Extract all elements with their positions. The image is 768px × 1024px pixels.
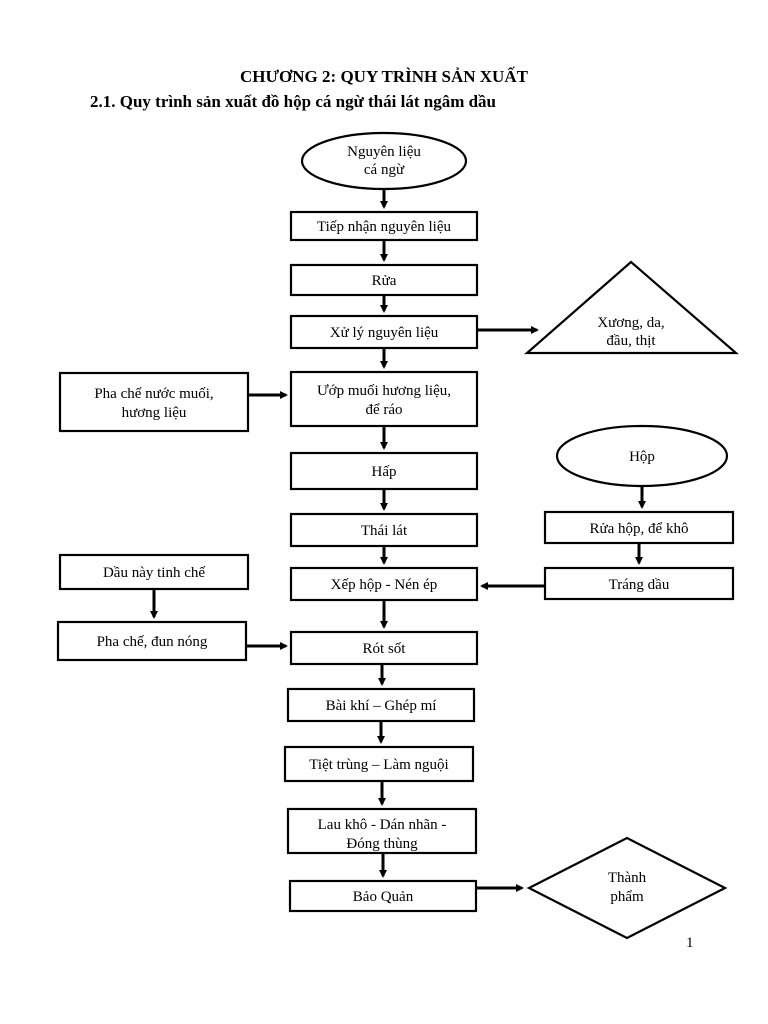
chapter-title: CHƯƠNG 2: QUY TRÌNH SẢN XUẤT: [240, 67, 528, 86]
svg-text:Rửa: Rửa: [372, 273, 397, 289]
svg-text:hương liệu: hương liệu: [122, 405, 187, 421]
final-product-node: Thành phẩm: [526, 836, 728, 940]
can-oil-node: Tráng dầu: [543, 566, 735, 601]
brine-prep-node: Pha chế nước muối, hương liệu: [58, 371, 250, 433]
svg-text:Bài khí – Ghép mí: Bài khí – Ghép mí: [326, 698, 437, 714]
svg-text:Rót sốt: Rót sốt: [363, 641, 407, 657]
svg-text:Xử lý nguyên liệu: Xử lý nguyên liệu: [330, 325, 439, 341]
step-receive: Tiếp nhận nguyên liệu: [289, 210, 479, 242]
oil-refined-node: Dầu này tinh chế: [58, 553, 250, 591]
can-wash-node: Rửa hộp, để khô: [543, 510, 735, 545]
step-pack: Xếp hộp - Nén ép: [289, 566, 479, 602]
step-process: Xử lý nguyên liệu: [289, 314, 479, 350]
step-slice: Thái lát: [289, 512, 479, 548]
svg-text:Thái lát: Thái lát: [361, 523, 408, 539]
step-exhaust-seal: Bài khí – Ghép mí: [286, 687, 476, 723]
svg-text:Tráng dầu: Tráng dầu: [609, 577, 670, 593]
svg-text:Tiếp nhận nguyên liệu: Tiếp nhận nguyên liệu: [317, 219, 452, 235]
step-storage: Bảo Quản: [288, 879, 478, 913]
raw-material-line-1: Nguyên liệu: [347, 144, 421, 160]
svg-text:Hộp: Hộp: [629, 449, 655, 465]
svg-text:Rửa hộp, để khô: Rửa hộp, để khô: [590, 521, 689, 537]
section-title: 2.1. Quy trình sản xuất đồ hộp cá ngừ th…: [90, 92, 497, 111]
svg-text:Hấp: Hấp: [372, 464, 397, 480]
svg-text:Dầu này tinh chế: Dầu này tinh chế: [103, 565, 205, 581]
svg-text:phẩm: phẩm: [610, 889, 644, 905]
svg-text:Bảo Quản: Bảo Quản: [353, 889, 414, 905]
step-marinate: Ướp muối hương liệu, để ráo: [289, 370, 479, 428]
svg-text:Xương, da,: Xương, da,: [597, 315, 664, 331]
svg-text:Đóng thùng: Đóng thùng: [346, 836, 418, 852]
step-dry-label-box: Lau khô - Dán nhãn - Đóng thùng: [286, 807, 478, 855]
page-number: 1: [686, 935, 694, 951]
svg-text:để ráo: để ráo: [365, 402, 402, 418]
svg-text:Ướp muối hương liệu,: Ướp muối hương liệu,: [317, 383, 451, 399]
step-wash: Rửa: [289, 263, 479, 297]
main-arrows: [377, 189, 388, 878]
raw-material-line-2: cá ngừ: [364, 162, 405, 178]
byproduct-node: Xương, da, đầu, thịt: [524, 260, 739, 355]
oil-prep-node: Pha chế, đun nóng: [56, 620, 248, 662]
raw-material-node: Nguyên liệu cá ngừ: [300, 131, 468, 191]
svg-text:Lau khô - Dán nhãn -: Lau khô - Dán nhãn -: [318, 817, 447, 833]
can-source-node: Hộp: [555, 424, 729, 488]
svg-text:Pha chế, đun nóng: Pha chế, đun nóng: [97, 634, 208, 650]
svg-text:Pha chế nước muối,: Pha chế nước muối,: [94, 386, 213, 402]
step-pour-sauce: Rót sốt: [289, 630, 479, 666]
step-steam: Hấp: [289, 451, 479, 491]
svg-text:Tiệt trùng – Làm nguội: Tiệt trùng – Làm nguội: [309, 757, 448, 773]
svg-text:Xếp hộp - Nén ép: Xếp hộp - Nén ép: [331, 577, 438, 593]
svg-text:Thành: Thành: [608, 870, 647, 886]
svg-text:đầu, thịt: đầu, thịt: [606, 333, 656, 349]
step-sterilize-cool: Tiệt trùng – Làm nguội: [283, 745, 475, 783]
